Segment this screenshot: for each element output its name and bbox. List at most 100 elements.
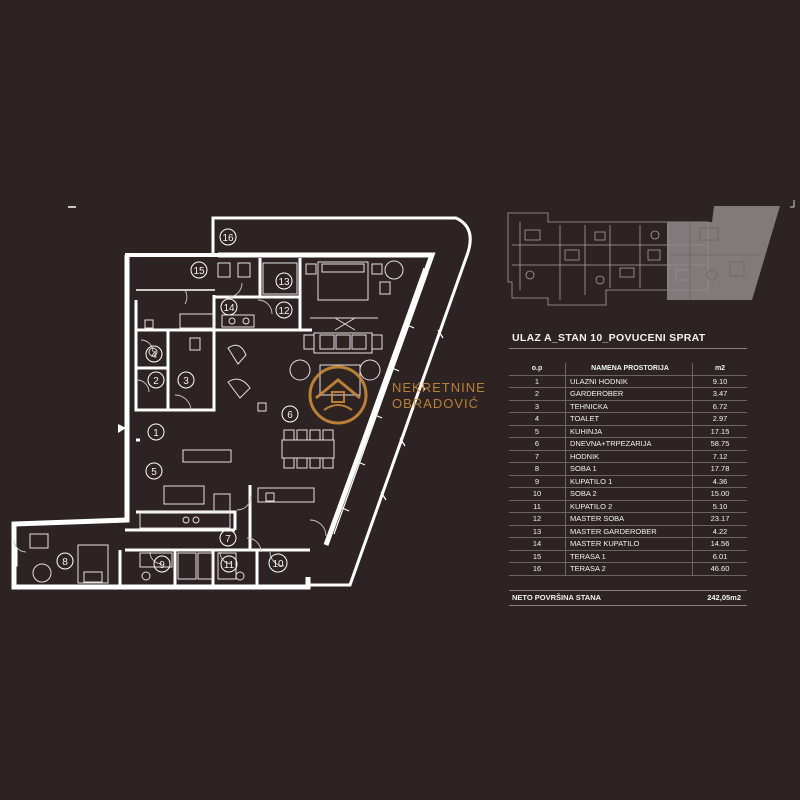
table-title: ULAZ A_STAN 10_POVUCENI SPRAT — [509, 330, 747, 349]
watermark: NEKRETNINE OBRADOVIĆ — [308, 365, 486, 425]
cell-name: KUPATILO 2 — [565, 500, 693, 513]
room-label-9: 9 — [153, 555, 171, 573]
cell-num: 1 — [509, 375, 566, 388]
cell-num: 13 — [509, 525, 566, 538]
svg-text:11: 11 — [224, 560, 235, 571]
cell-num: 9 — [509, 475, 566, 488]
cell-num: 4 — [509, 412, 566, 426]
svg-text:12: 12 — [278, 306, 290, 317]
room-label-12: 12 — [275, 301, 293, 319]
room-label-15: 15 — [190, 261, 208, 279]
svg-text:16: 16 — [222, 233, 234, 244]
svg-text:7: 7 — [225, 534, 231, 545]
cell-area: 6.01 — [692, 550, 747, 563]
svg-text:5: 5 — [151, 467, 157, 478]
cell-name: SOBA 1 — [565, 462, 693, 476]
cell-area: 4.36 — [692, 475, 747, 488]
cell-name: TEHNICKA — [565, 400, 693, 413]
svg-text:6: 6 — [287, 410, 293, 421]
table-header-row: o.p NAMENA PROSTORIJA m2 — [509, 363, 747, 376]
cell-area: 9.10 — [692, 375, 747, 388]
svg-text:1: 1 — [153, 428, 159, 439]
cell-area: 46.60 — [692, 562, 747, 576]
room-label-10: 10 — [268, 553, 288, 573]
cell-name: TERASA 2 — [565, 562, 693, 576]
room-number-labels: 1 2 3 4 5 6 7 — [56, 228, 299, 573]
cell-num: 5 — [509, 425, 566, 438]
cell-area: 14.56 — [692, 537, 747, 551]
cell-area: 17.15 — [692, 425, 747, 438]
cell-name: DNEVNA+TRPEZARIJA — [565, 437, 693, 451]
svg-text:2: 2 — [153, 376, 159, 387]
cell-area: 5.10 — [692, 500, 747, 513]
room-area-table: ULAZ A_STAN 10_POVUCENI SPRAT o.p NAMENA… — [509, 330, 747, 606]
cell-num: 11 — [509, 500, 566, 513]
svg-text:8: 8 — [62, 557, 68, 568]
cell-num: 7 — [509, 450, 566, 463]
total-label: NETO POVRŠINA STANA — [512, 592, 602, 602]
room-label-7: 7 — [219, 529, 237, 547]
cell-area: 23.17 — [692, 512, 747, 526]
cell-name: TERASA 1 — [565, 550, 693, 563]
room-label-5: 5 — [145, 462, 163, 480]
watermark-line-1: NEKRETNINE — [392, 380, 486, 395]
svg-text:15: 15 — [193, 266, 205, 277]
room-label-11: 11 — [220, 555, 238, 573]
cell-num: 12 — [509, 512, 566, 526]
room-label-6: 6 — [281, 405, 299, 423]
svg-text:10: 10 — [272, 559, 284, 570]
cell-num: 6 — [509, 437, 566, 451]
cell-name: MASTER KUPATILO — [565, 537, 693, 551]
watermark-line-2: OBRADOVIĆ — [392, 396, 479, 411]
cell-area: 2.97 — [692, 412, 747, 426]
cell-name: KUHINJA — [565, 425, 693, 438]
cell-area: 4.22 — [692, 525, 747, 538]
cell-num: 8 — [509, 462, 566, 476]
cell-area: 15.00 — [692, 487, 747, 501]
cell-area: 6.72 — [692, 400, 747, 413]
cell-name: MASTER SOBA — [565, 512, 693, 526]
cell-name: HODNIK — [565, 450, 693, 463]
svg-text:4: 4 — [151, 350, 157, 361]
entrance-arrow-icon — [118, 424, 126, 433]
room-label-8: 8 — [56, 552, 74, 570]
room-label-16: 16 — [219, 228, 237, 246]
cell-name: SOBA 2 — [565, 487, 693, 501]
cell-num: 15 — [509, 550, 566, 563]
room-label-2: 2 — [147, 371, 165, 389]
cell-name: ULAZNI HODNIK — [565, 375, 693, 388]
key-plan — [507, 206, 780, 306]
header-number: o.p — [509, 363, 566, 376]
cell-num: 10 — [509, 487, 566, 501]
svg-text:13: 13 — [278, 277, 290, 288]
cell-num: 16 — [509, 562, 566, 576]
room-label-14: 14 — [220, 298, 238, 316]
room-label-4: 4 — [145, 345, 163, 363]
cell-name: KUPATILO 1 — [565, 475, 693, 488]
svg-text:14: 14 — [223, 303, 235, 314]
cell-area: 58.75 — [692, 437, 747, 451]
svg-text:3: 3 — [183, 376, 189, 387]
room-label-1: 1 — [147, 423, 165, 441]
cell-area: 3.47 — [692, 387, 747, 401]
total-area-row: NETO POVRŠINA STANA 242,05m2 — [509, 589, 747, 606]
cell-num: 3 — [509, 400, 566, 413]
cell-area: 7.12 — [692, 450, 747, 463]
